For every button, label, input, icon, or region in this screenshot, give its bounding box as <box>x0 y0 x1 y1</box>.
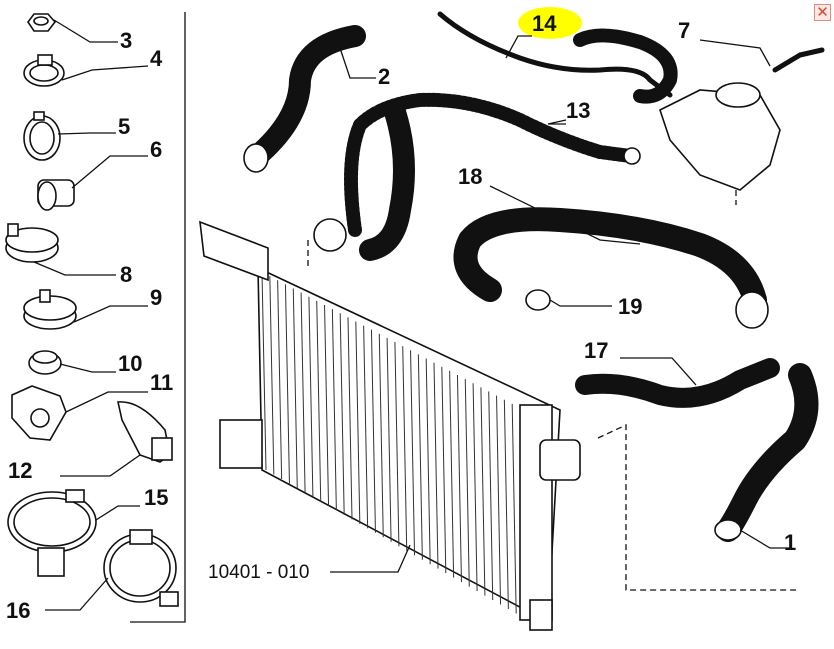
radiator-fin <box>347 317 353 520</box>
hose-2 <box>243 25 366 173</box>
part-19-clamp <box>525 289 551 311</box>
label-5: 5 <box>118 114 130 139</box>
radiator-fin <box>402 346 408 551</box>
label-4: 4 <box>150 46 163 71</box>
radiator-fin <box>441 366 447 574</box>
radiator-fin <box>464 379 470 587</box>
guide-dashed-1 <box>597 423 800 591</box>
close-icon: ✕ <box>816 3 829 21</box>
radiator-fin <box>269 276 275 475</box>
radiator-fin <box>386 337 392 542</box>
label-8: 8 <box>120 262 132 287</box>
part-12-bracket <box>117 401 173 463</box>
label-10: 10 <box>118 351 142 376</box>
radiator-fin <box>324 304 330 506</box>
part-6-clamp <box>37 179 75 211</box>
radiator-fin <box>284 284 290 484</box>
callout-labels: 1 2 3 4 5 6 7 8 9 10 11 12 13 14 15 16 1… <box>6 11 796 623</box>
label-2: 2 <box>378 64 390 89</box>
leader-lines <box>33 19 790 611</box>
label-11: 11 <box>150 370 173 395</box>
radiator-fin <box>417 354 423 560</box>
radiator-fin <box>425 358 431 565</box>
radiator-fin <box>277 280 283 479</box>
radiator-fin <box>394 342 400 547</box>
radiator-fins <box>261 271 525 619</box>
radiator-fin <box>355 321 361 524</box>
radiator-fin <box>410 350 416 556</box>
radiator-fin <box>378 333 384 538</box>
part-8-band <box>5 223 59 263</box>
label-19: 19 <box>618 294 642 319</box>
part-3-nut <box>27 13 57 32</box>
radiator-fin <box>449 370 455 578</box>
radiator-fin <box>370 329 376 533</box>
radiator-fin <box>480 387 486 596</box>
label-18: 18 <box>458 164 482 189</box>
highlight-marker <box>518 7 582 39</box>
label-14: 14 <box>532 11 557 36</box>
radiator-fin <box>488 391 494 601</box>
radiator-fin <box>339 313 345 515</box>
radiator-fin <box>496 395 502 605</box>
radiator-fin <box>511 403 517 614</box>
part-15-ring <box>7 489 97 577</box>
label-15: 15 <box>144 485 168 510</box>
hose-1 <box>714 363 819 542</box>
label-3: 3 <box>120 28 132 53</box>
radiator-fin <box>331 309 337 511</box>
label-13: 13 <box>566 98 590 123</box>
label-7: 7 <box>678 18 690 43</box>
left-panel-border <box>130 12 186 623</box>
drawing-code: 10401 - 010 <box>208 562 309 583</box>
part-7-expansion-tank <box>659 47 825 191</box>
radiator <box>199 220 581 631</box>
hose-18 <box>453 207 769 329</box>
hose-13 <box>313 92 641 261</box>
radiator-fin <box>300 292 306 493</box>
label-9: 9 <box>150 285 162 310</box>
radiator-fin <box>456 375 462 583</box>
radiator-fin <box>503 399 509 610</box>
hose-17 <box>575 358 780 408</box>
part-16-ring <box>103 529 179 607</box>
radiator-fin <box>308 296 314 497</box>
radiator-fin <box>363 325 369 529</box>
label-1: 1 <box>784 530 796 555</box>
label-17: 17 <box>584 338 608 363</box>
part-5-clamp <box>23 111 61 161</box>
radiator-fin <box>261 271 267 471</box>
radiator-fin <box>433 362 439 569</box>
label-6: 6 <box>150 137 162 162</box>
close-button[interactable]: ✕ <box>814 3 831 21</box>
radiator-fin <box>316 300 322 502</box>
part-9-band <box>23 289 77 330</box>
part-11-connector <box>11 385 67 441</box>
radiator-fin <box>292 288 298 488</box>
hose-14 <box>437 11 678 104</box>
radiator-fin <box>472 383 478 592</box>
part-4-clamp <box>23 54 65 87</box>
label-16: 16 <box>6 598 30 623</box>
part-10-clip <box>28 350 62 375</box>
label-12: 12 <box>8 458 32 483</box>
